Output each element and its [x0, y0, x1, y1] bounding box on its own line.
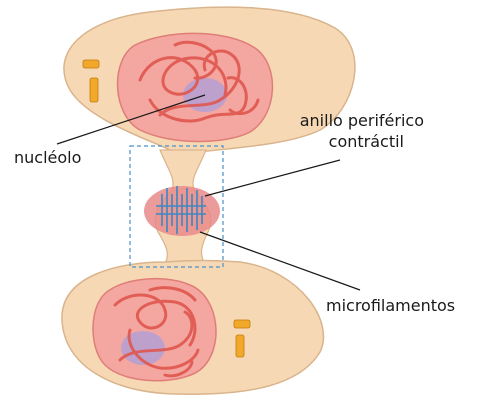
- label-nucleolus: nucléolo: [14, 148, 81, 167]
- mitochondrion-upper-2: [90, 78, 98, 102]
- mitochondrion-upper-1: [83, 60, 99, 68]
- ring-leader: [205, 160, 340, 196]
- mitochondrion-lower-2: [236, 335, 244, 357]
- label-ring-line1: anillo periférico: [300, 111, 424, 130]
- label-ring-line2: contráctil: [329, 132, 404, 151]
- label-microfilaments: microfilamentos: [326, 296, 455, 315]
- mitochondrion-lower-1: [234, 320, 250, 328]
